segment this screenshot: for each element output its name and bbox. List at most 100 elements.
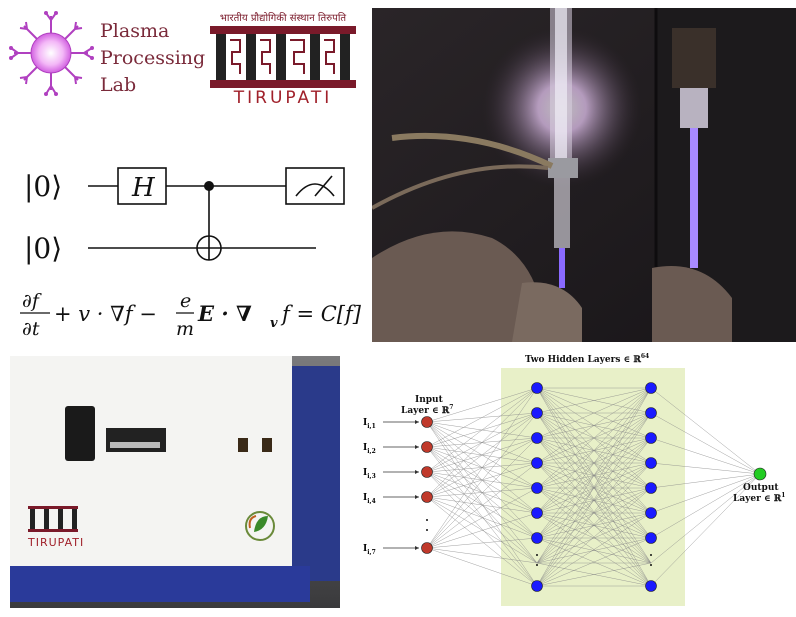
neural-network-diagram: Two Hidden Layers ∈ ℝ64 Input Layer ∈ ℝ 7… [363,353,785,606]
eq-dt: ∂t [22,318,40,340]
nn-edge [426,496,538,539]
input-label-sub: i,2 [367,448,376,455]
nn-edge [536,437,652,587]
nn-edge [426,471,538,587]
hidden2-node [645,382,657,394]
nn-edge [426,387,538,448]
input-label: Ii,7 [363,544,376,556]
nn-edge [650,473,761,539]
nn-edge [536,512,652,564]
hidden2-node [645,432,657,444]
nn-edge [426,437,538,498]
nn-edge [536,462,652,564]
input-node [421,542,433,554]
nn-edge [650,473,761,564]
hadamard-gate-label: H [131,173,156,203]
input-label: Ii,4 [363,493,376,505]
input-label: Ii,3 [363,468,376,480]
input-label-main: I [363,468,367,478]
eq-term2: + v · ∇f − [54,302,157,326]
nn-nodes [421,382,767,592]
nn-edge [426,496,538,564]
nn-edge [426,412,538,549]
nn-edge [536,487,652,564]
output-layer-title: Output [743,483,779,493]
input-label-sub: i,1 [367,423,376,430]
nn-edge [426,487,538,498]
nn-edge [426,496,538,514]
quantum-circuit: |0⟩ |0⟩ H [24,167,345,265]
nn-edge [536,387,652,439]
nn-edge [426,462,538,549]
input-node [421,441,433,453]
nn-edge [536,487,652,587]
input-layer-sup: 7 [449,404,453,411]
input-label-main: I [363,544,367,554]
lab-name-line-1: Plasma [100,20,170,42]
iit-logo-mark [210,26,356,88]
input-node [421,491,433,503]
nn-edge [650,387,761,475]
boltzmann-equation: ∂f ∂t + v · ∇f − e m E · ∇ v f = C[f] [20,290,362,340]
nn-edge [536,387,652,464]
input-arrow-head [415,470,419,474]
ellipsis-dot [650,554,652,556]
nn-edge [536,562,652,587]
input-label-main: I [363,443,367,453]
nn-edge [426,547,538,564]
hidden1-node [531,507,543,519]
nn-edge [426,387,538,498]
hidden1-node [531,382,543,394]
hidden1-node [531,407,543,419]
plasma-lab-logo [9,11,94,96]
output-layer-sub-text: Layer ∈ ℝ [733,494,782,504]
nn-edge [426,462,538,498]
input-label-sub: i,3 [367,473,376,480]
nn-edge [650,473,761,489]
nn-edge [650,437,761,475]
eq-rhs: f = C[f] [280,302,362,326]
hidden2-node [645,407,657,419]
iit-name: TIRUPATI [233,88,333,108]
nn-edge [536,387,652,564]
lab-name-line-2: Processing [100,47,206,69]
nn-edge [536,437,652,564]
output-layer-sub: Layer ∈ ℝ1 [733,492,785,504]
nn-edge [536,537,652,587]
nn-edge [426,446,538,587]
ellipsis-dot [536,554,538,556]
lab-name-line-3: Lab [100,74,137,96]
nn-edge [426,537,538,549]
output-node [753,467,767,481]
nn-edge [426,387,538,549]
nn-edge [536,462,652,587]
input-layer-title: Input [415,395,444,405]
input-arrow-head [415,445,419,449]
hidden1-node [531,457,543,469]
iit-hindi-name: भारतीय प्रौद्योगिकी संस्थान तिरुपति [219,13,347,24]
ellipsis-dot [426,529,428,531]
lab-name: Plasma Processing Lab [100,18,205,99]
eq-term4: E · ∇ [197,301,252,326]
hidden2-node [645,580,657,592]
input-label: Ii,2 [363,443,376,455]
qubit-1-label: |0⟩ [24,170,62,203]
nn-edge [426,421,538,587]
input-node [421,466,433,478]
hidden-layers-sup: 64 [641,353,649,360]
nn-edge [426,487,538,549]
nn-edge [426,412,538,498]
plasma-jet-photo [372,8,796,342]
nn-edges [426,387,761,587]
hidden-layers-title: Two Hidden Layers ∈ ℝ64 [525,353,649,365]
eq-v-sub: v [270,316,278,331]
input-arrow-head [415,546,419,550]
hidden2-node [645,532,657,544]
hidden2-node [645,482,657,494]
input-arrow-head [415,420,419,424]
eq-df: ∂f [22,290,42,312]
nn-edge [536,387,652,514]
input-label-sub: i,7 [367,549,376,556]
ellipsis-dot [650,564,652,566]
hidden1-node [531,580,543,592]
